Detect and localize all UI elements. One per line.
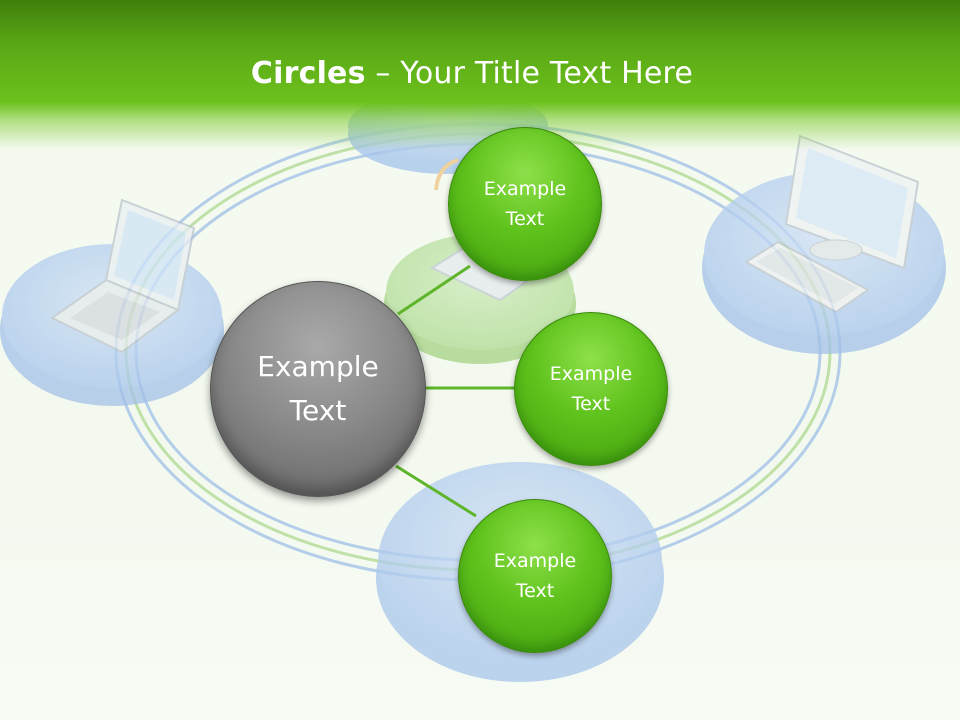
slide-title: Circles – Your Title Text Here	[0, 56, 944, 91]
title-bold: Circles	[250, 56, 366, 91]
pedestal-left	[0, 198, 224, 406]
laptop-icon	[50, 198, 196, 354]
title-rest: – Your Title Text Here	[365, 56, 694, 91]
pedestal-right	[702, 134, 946, 354]
main-node-circle: Example Text	[210, 281, 426, 497]
connector-bottom	[395, 464, 477, 518]
node-label-middle: Example Text	[549, 363, 633, 415]
node-circle-top: Example Text	[448, 127, 602, 281]
node-label-top: Example Text	[483, 178, 567, 230]
node-circle-middle: Example Text	[514, 312, 668, 466]
header-band	[0, 0, 960, 150]
node-circle-bottom: Example Text	[458, 499, 612, 653]
monitor-icon	[744, 134, 920, 314]
connector-lines	[395, 264, 516, 518]
connector-top	[397, 264, 471, 316]
main-node-label: Example Text	[257, 350, 379, 427]
node-label-bottom: Example Text	[493, 550, 577, 602]
